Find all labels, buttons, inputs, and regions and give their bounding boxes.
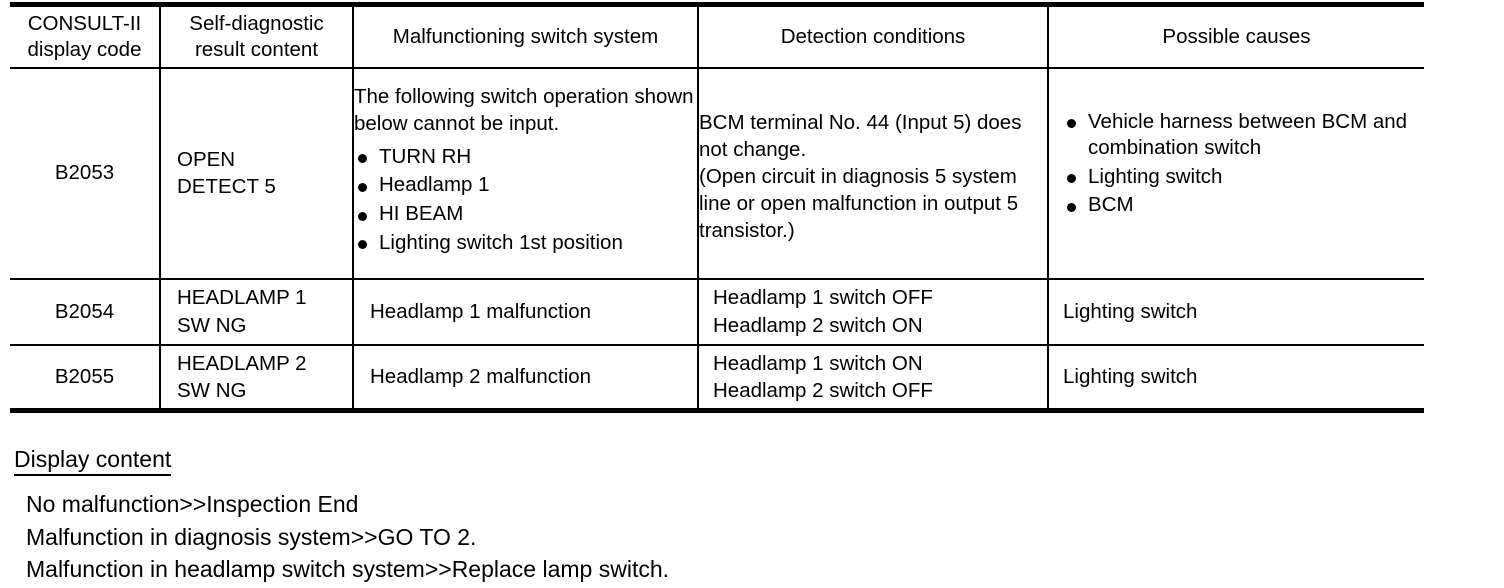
column-header-line1: Detection conditions <box>780 24 966 48</box>
cell-possible-causes: Lighting switch <box>1048 278 1424 346</box>
detection-condition-line2: Headlamp 2 switch OFF <box>713 378 933 402</box>
column-header-possible-causes: Possible causes <box>1048 4 1424 69</box>
cell-detection-conditions: Headlamp 1 switch OFF Headlamp 2 switch … <box>698 278 1049 346</box>
result-content-line1: HEADLAMP 1 <box>177 286 307 310</box>
diagnostic-trouble-code-table: CONSULT-II display code Self-diagnostic … <box>10 2 1424 413</box>
detection-condition-line1: BCM terminal No. 44 (Input 5) does not c… <box>699 110 1022 161</box>
table-row: B2054 HEADLAMP 1 SW NG Headlamp 1 malfun… <box>10 278 1424 346</box>
list-item: Vehicle harness between BCM and combinat… <box>1063 109 1424 162</box>
column-header-line1: Self-diagnostic <box>189 11 324 35</box>
cell-malfunctioning-switch-system: The following switch operation shown bel… <box>353 67 699 280</box>
column-header-malfunctioning-switch-system: Malfunctioning switch system <box>353 4 699 69</box>
cell-malfunctioning-switch-system: Headlamp 2 malfunction <box>353 344 699 413</box>
column-header-line2: result content <box>194 37 319 61</box>
result-content-line2: SW NG <box>177 313 247 337</box>
switch-system-bullet-list: TURN RH Headlamp 1 HI BEAM Lighting swit… <box>354 144 697 257</box>
detection-condition-line2: (Open circuit in diagnosis 5 system line… <box>699 164 1019 242</box>
list-item: TURN RH <box>354 144 697 171</box>
list-item: HI BEAM <box>354 201 697 228</box>
detection-condition-line2: Headlamp 2 switch ON <box>713 313 923 337</box>
column-header-line1: Malfunctioning switch system <box>392 24 659 48</box>
cell-result-content: HEADLAMP 2 SW NG <box>160 344 354 413</box>
table-row: B2055 HEADLAMP 2 SW NG Headlamp 2 malfun… <box>10 344 1424 413</box>
result-content-line2: SW NG <box>177 378 247 402</box>
cell-display-code: B2055 <box>10 344 161 413</box>
cell-malfunctioning-switch-system: Headlamp 1 malfunction <box>353 278 699 346</box>
display-content-lines: No malfunction>>Inspection End Malfuncti… <box>14 488 1474 586</box>
column-header-line1: Possible causes <box>1162 24 1311 48</box>
column-header-line1: CONSULT-II <box>27 11 142 35</box>
cell-detection-conditions: Headlamp 1 switch ON Headlamp 2 switch O… <box>698 344 1049 413</box>
possible-causes-bullet-list: Vehicle harness between BCM and combinat… <box>1063 109 1424 220</box>
column-header-detection-conditions: Detection conditions <box>698 4 1049 69</box>
cell-possible-causes: Lighting switch <box>1048 344 1424 413</box>
cell-result-content: HEADLAMP 1 SW NG <box>160 278 354 346</box>
list-item: Lighting switch <box>1063 164 1424 191</box>
display-content-line: Malfunction in diagnosis system>>GO TO 2… <box>26 523 477 550</box>
result-content-line2: DETECT 5 <box>177 175 276 198</box>
detection-condition-line1: Headlamp 1 switch ON <box>713 351 923 375</box>
list-item: BCM <box>1063 192 1424 219</box>
result-content-line1: HEADLAMP 2 <box>177 351 307 375</box>
switch-system-lead-text: The following switch operation shown bel… <box>354 84 694 135</box>
column-header-self-diagnostic-result-content: Self-diagnostic result content <box>160 4 354 69</box>
table-body: B2053 OPEN DETECT 5 The following switch… <box>10 67 1424 413</box>
result-content-line1: OPEN <box>177 147 236 171</box>
display-content-line: No malfunction>>Inspection End <box>26 491 359 517</box>
display-content-line: Malfunction in headlamp switch system>>R… <box>26 556 670 583</box>
cell-detection-conditions: BCM terminal No. 44 (Input 5) does not c… <box>698 67 1049 280</box>
column-header-consult-display-code: CONSULT-II display code <box>10 4 161 69</box>
cell-display-code: B2053 <box>10 67 161 280</box>
cell-display-code: B2054 <box>10 278 161 346</box>
display-content-section: Display content No malfunction>>Inspecti… <box>14 448 1474 586</box>
cell-possible-causes: Vehicle harness between BCM and combinat… <box>1048 67 1424 280</box>
list-item: Headlamp 1 <box>354 172 697 199</box>
detection-condition-line1: Headlamp 1 switch OFF <box>713 286 933 310</box>
table-header: CONSULT-II display code Self-diagnostic … <box>10 4 1424 69</box>
table-row: B2053 OPEN DETECT 5 The following switch… <box>10 67 1424 280</box>
table-header-row: CONSULT-II display code Self-diagnostic … <box>10 4 1424 69</box>
list-item: Lighting switch 1st position <box>354 230 697 257</box>
column-header-line2: display code <box>27 37 142 61</box>
display-content-title: Display content <box>14 448 172 476</box>
cell-result-content: OPEN DETECT 5 <box>160 67 354 280</box>
